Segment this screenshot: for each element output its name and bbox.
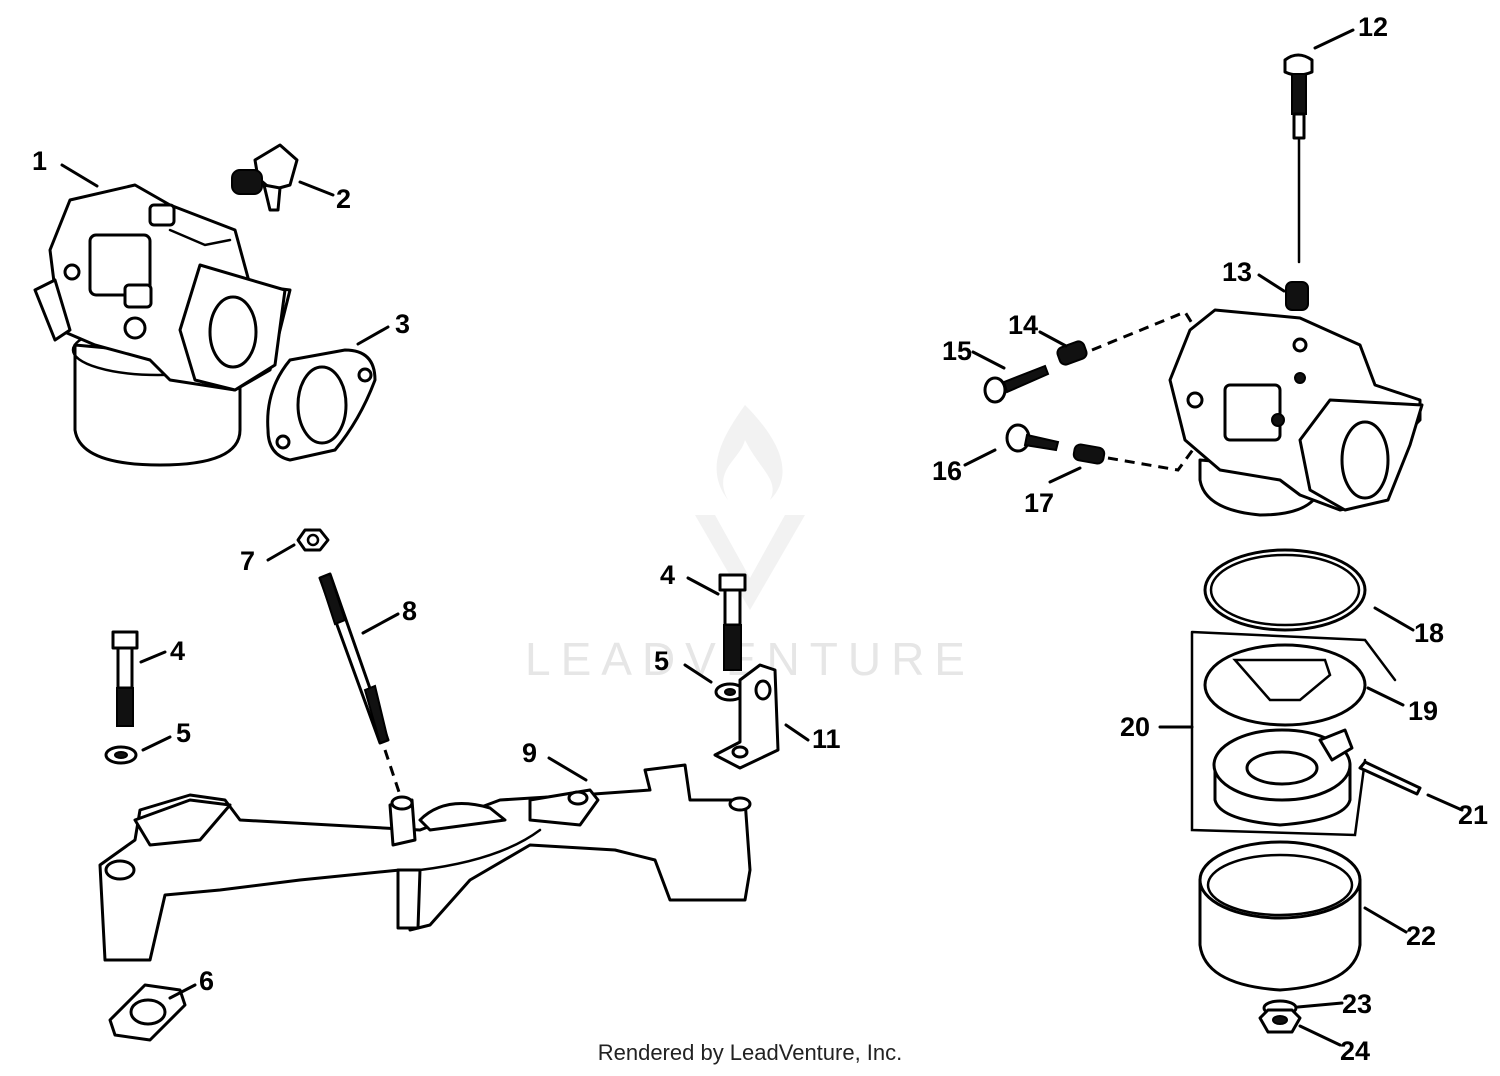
watermark-logo (695, 405, 805, 610)
part-20-kit-outline (1190, 630, 1397, 837)
part-24-bowl-screw (1258, 1008, 1302, 1034)
part-8-stud (318, 572, 402, 796)
footer-credit: Rendered by LeadVenture, Inc. (597, 1040, 903, 1065)
callout-22: 22 (1406, 921, 1436, 951)
part-17-spring (1072, 443, 1106, 465)
float (1212, 728, 1354, 827)
carburetor-body-right (1168, 308, 1424, 517)
callout-5-right: 5 (654, 646, 669, 676)
intake-manifold (98, 763, 752, 962)
callout-13: 13 (1222, 257, 1252, 287)
callout-1: 1 (32, 146, 47, 176)
callout-8: 8 (402, 596, 417, 626)
part-19-gasket (1203, 643, 1367, 727)
callout-23: 23 (1342, 989, 1372, 1019)
callout-24: 24 (1340, 1036, 1370, 1066)
callout-18: 18 (1414, 618, 1444, 648)
part-18-o-ring (1203, 548, 1367, 632)
callout-4-right: 4 (660, 560, 675, 590)
part-15-screw (983, 364, 1050, 404)
callout-5-left: 5 (176, 718, 191, 748)
callout-12: 12 (1358, 12, 1388, 42)
leader-lines (60, 28, 1464, 1047)
part-4-bolt-left (111, 630, 139, 727)
callout-19: 19 (1408, 696, 1438, 726)
part-7-nut (296, 528, 330, 552)
part-16-screw (1005, 423, 1060, 453)
part-13-spring (1285, 281, 1309, 311)
callout-20: 20 (1120, 712, 1150, 742)
callout-16: 16 (932, 456, 962, 486)
part-1-carburetor (33, 183, 292, 467)
callout-15: 15 (942, 336, 972, 366)
callout-4-left: 4 (170, 636, 185, 666)
callout-17: 17 (1024, 488, 1054, 518)
callout-6: 6 (199, 966, 214, 996)
part-21-pin (1358, 760, 1422, 796)
callout-9: 9 (522, 738, 537, 768)
part-2-elbow-fitting (231, 143, 299, 212)
callout-3: 3 (395, 309, 410, 339)
part-12-needle-valve (1283, 53, 1314, 264)
callout-21: 21 (1458, 800, 1488, 830)
part-14-spring (1056, 340, 1088, 366)
part-11-bracket (713, 663, 780, 770)
part-3-gasket (266, 348, 377, 462)
part-5-washer-left (104, 745, 138, 765)
part-4-bolt-right (718, 573, 747, 671)
callout-2: 2 (336, 184, 351, 214)
callout-11: 11 (812, 724, 841, 754)
part-22-float-bowl (1198, 840, 1362, 992)
callout-14: 14 (1008, 310, 1038, 340)
part-6-gasket (108, 983, 187, 1042)
callout-7: 7 (240, 546, 255, 576)
